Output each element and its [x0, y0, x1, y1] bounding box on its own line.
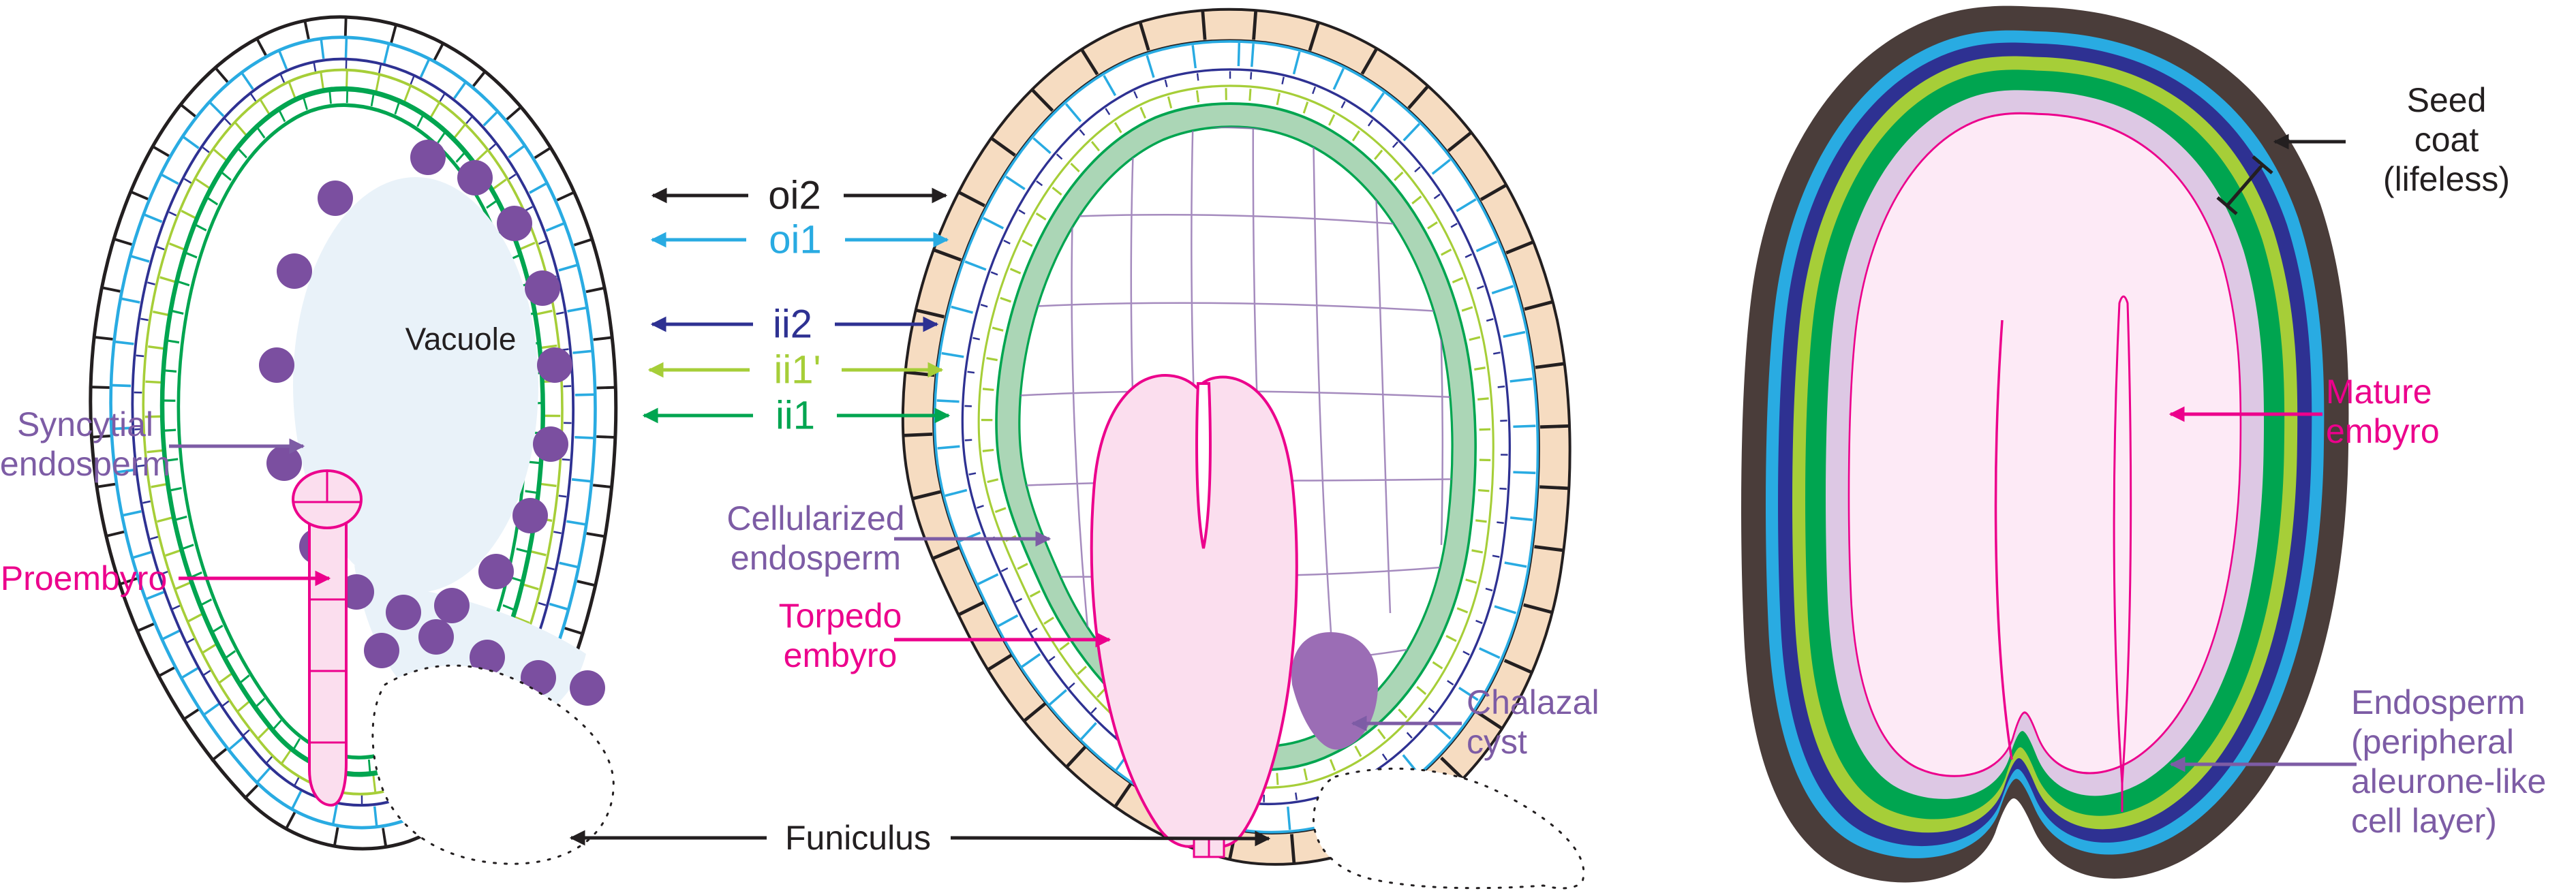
mature-seed-diagram	[1741, 5, 2349, 883]
seed-coat-label: Seed coat (lifeless)	[2382, 81, 2511, 198]
seed-coat-extent-tick	[2216, 155, 2273, 215]
endosperm-label: Endosperm (peripheral aleurone-like cell…	[2351, 683, 2547, 840]
torpedo-embryo-label: Torpedo embyro	[778, 597, 902, 674]
torpedo-stage-seed-diagram	[901, 7, 1585, 890]
layer-label-ii1: ii1	[775, 393, 816, 438]
layer-label-ii2: ii2	[772, 302, 813, 347]
layer-label-oi2: oi2	[768, 173, 821, 218]
layer-label-oi1: oi1	[769, 217, 822, 262]
cotyledon-boundary-lines	[1994, 295, 2132, 812]
funiculus-mid	[1313, 767, 1585, 890]
vacuole-label: Vacuole	[405, 321, 517, 357]
mature-embryo-structure	[1847, 112, 2242, 777]
callout-arrows	[169, 134, 2357, 847]
early-ovule-diagram	[91, 17, 616, 865]
proembryo-label: Proembyro	[0, 559, 168, 597]
syncytial-endosperm-label: Syncytial endosperm	[0, 405, 171, 483]
torpedo-embryo-structure	[1090, 374, 1298, 858]
mature-embryo-label: Mature embyro	[2326, 373, 2440, 450]
proembryo-structure	[292, 469, 363, 807]
funiculus-label: Funiculus	[785, 819, 931, 857]
layer-label-ii1-prime: ii1'	[773, 347, 821, 392]
chalazal-cyst-label: Chalazal cyst	[1467, 683, 1599, 761]
cellularized-endosperm-label: Cellularized endosperm	[726, 499, 905, 577]
funiculus-early	[371, 664, 615, 865]
